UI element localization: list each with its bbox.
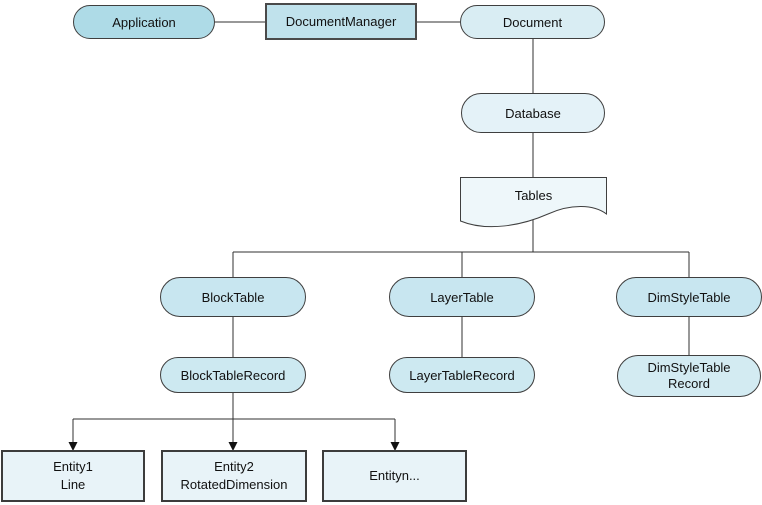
node-block-table-label: BlockTable: [201, 289, 265, 305]
node-block-table-record: BlockTableRecord: [160, 357, 306, 393]
node-document-manager-label: DocumentManager: [285, 14, 397, 29]
node-block-table-record-label: BlockTableRecord: [180, 367, 286, 383]
node-application: Application: [73, 5, 215, 39]
node-dim-style-table-record-line1: DimStyleTable: [647, 360, 731, 375]
node-entity2-line2: RotatedDimension: [180, 477, 288, 492]
node-document: Document: [460, 5, 605, 39]
node-entity1-line2: Line: [60, 477, 86, 492]
node-block-table: BlockTable: [160, 277, 306, 317]
node-document-manager: DocumentManager: [265, 3, 417, 40]
node-database: Database: [461, 93, 605, 133]
node-entity1-line1: Entity1: [53, 459, 93, 474]
node-entity1: Entity1 Line: [1, 450, 145, 502]
arrowhead-entity1: [68, 442, 78, 451]
arrowhead-entityn: [390, 442, 400, 451]
node-dim-style-table-record: DimStyleTable Record: [617, 355, 761, 397]
node-document-label: Document: [502, 14, 563, 30]
node-tables-label: Tables: [514, 188, 553, 203]
node-tables: Tables: [460, 177, 607, 233]
node-dim-style-table-record-line2: Record: [668, 376, 710, 391]
node-layer-table: LayerTable: [389, 277, 535, 317]
node-layer-table-label: LayerTable: [430, 289, 494, 305]
node-entity2: Entity2 RotatedDimension: [161, 450, 307, 502]
node-entityn: Entityn...: [322, 450, 467, 502]
node-dim-style-table: DimStyleTable: [616, 277, 762, 317]
document-shape: [460, 177, 607, 228]
node-application-label: Application: [112, 14, 176, 30]
node-layer-table-record: LayerTableRecord: [389, 357, 535, 393]
node-database-label: Database: [505, 105, 561, 121]
node-layer-table-record-label: LayerTableRecord: [409, 367, 515, 383]
node-entity2-line1: Entity2: [214, 459, 254, 474]
node-dim-style-table-label: DimStyleTable: [647, 289, 731, 305]
arrowhead-entity2: [228, 442, 238, 451]
node-entityn-label: Entityn...: [369, 468, 420, 483]
